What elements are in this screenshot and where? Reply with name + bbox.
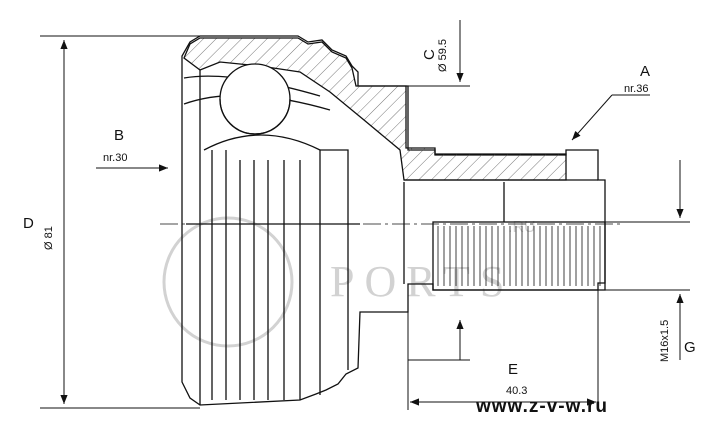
note-d: Ø 81 — [43, 226, 55, 250]
label-e: E — [508, 361, 518, 378]
housing-body — [181, 35, 606, 406]
dimension-d — [40, 35, 200, 409]
label-b: B — [114, 127, 124, 144]
label-c: C — [421, 49, 438, 60]
dimension-c — [358, 20, 470, 361]
label-g: G — [684, 339, 696, 356]
label-d: D — [23, 215, 34, 232]
note-c: Ø 59.5 — [437, 39, 449, 72]
note-e: 40.3 — [506, 385, 527, 397]
watermark-brand: PORTS — [330, 257, 514, 306]
dimension-e — [407, 290, 599, 410]
note-g: M16x1.5 — [659, 320, 671, 362]
website-url: www.z-v-w.ru — [475, 396, 608, 417]
label-a: A — [640, 63, 650, 80]
dimension-a — [571, 94, 650, 141]
watermark: PORTS .RU — [162, 216, 536, 348]
note-a: nr.36 — [624, 83, 648, 95]
note-b: nr.30 — [103, 152, 127, 164]
dimension-g — [605, 160, 690, 360]
